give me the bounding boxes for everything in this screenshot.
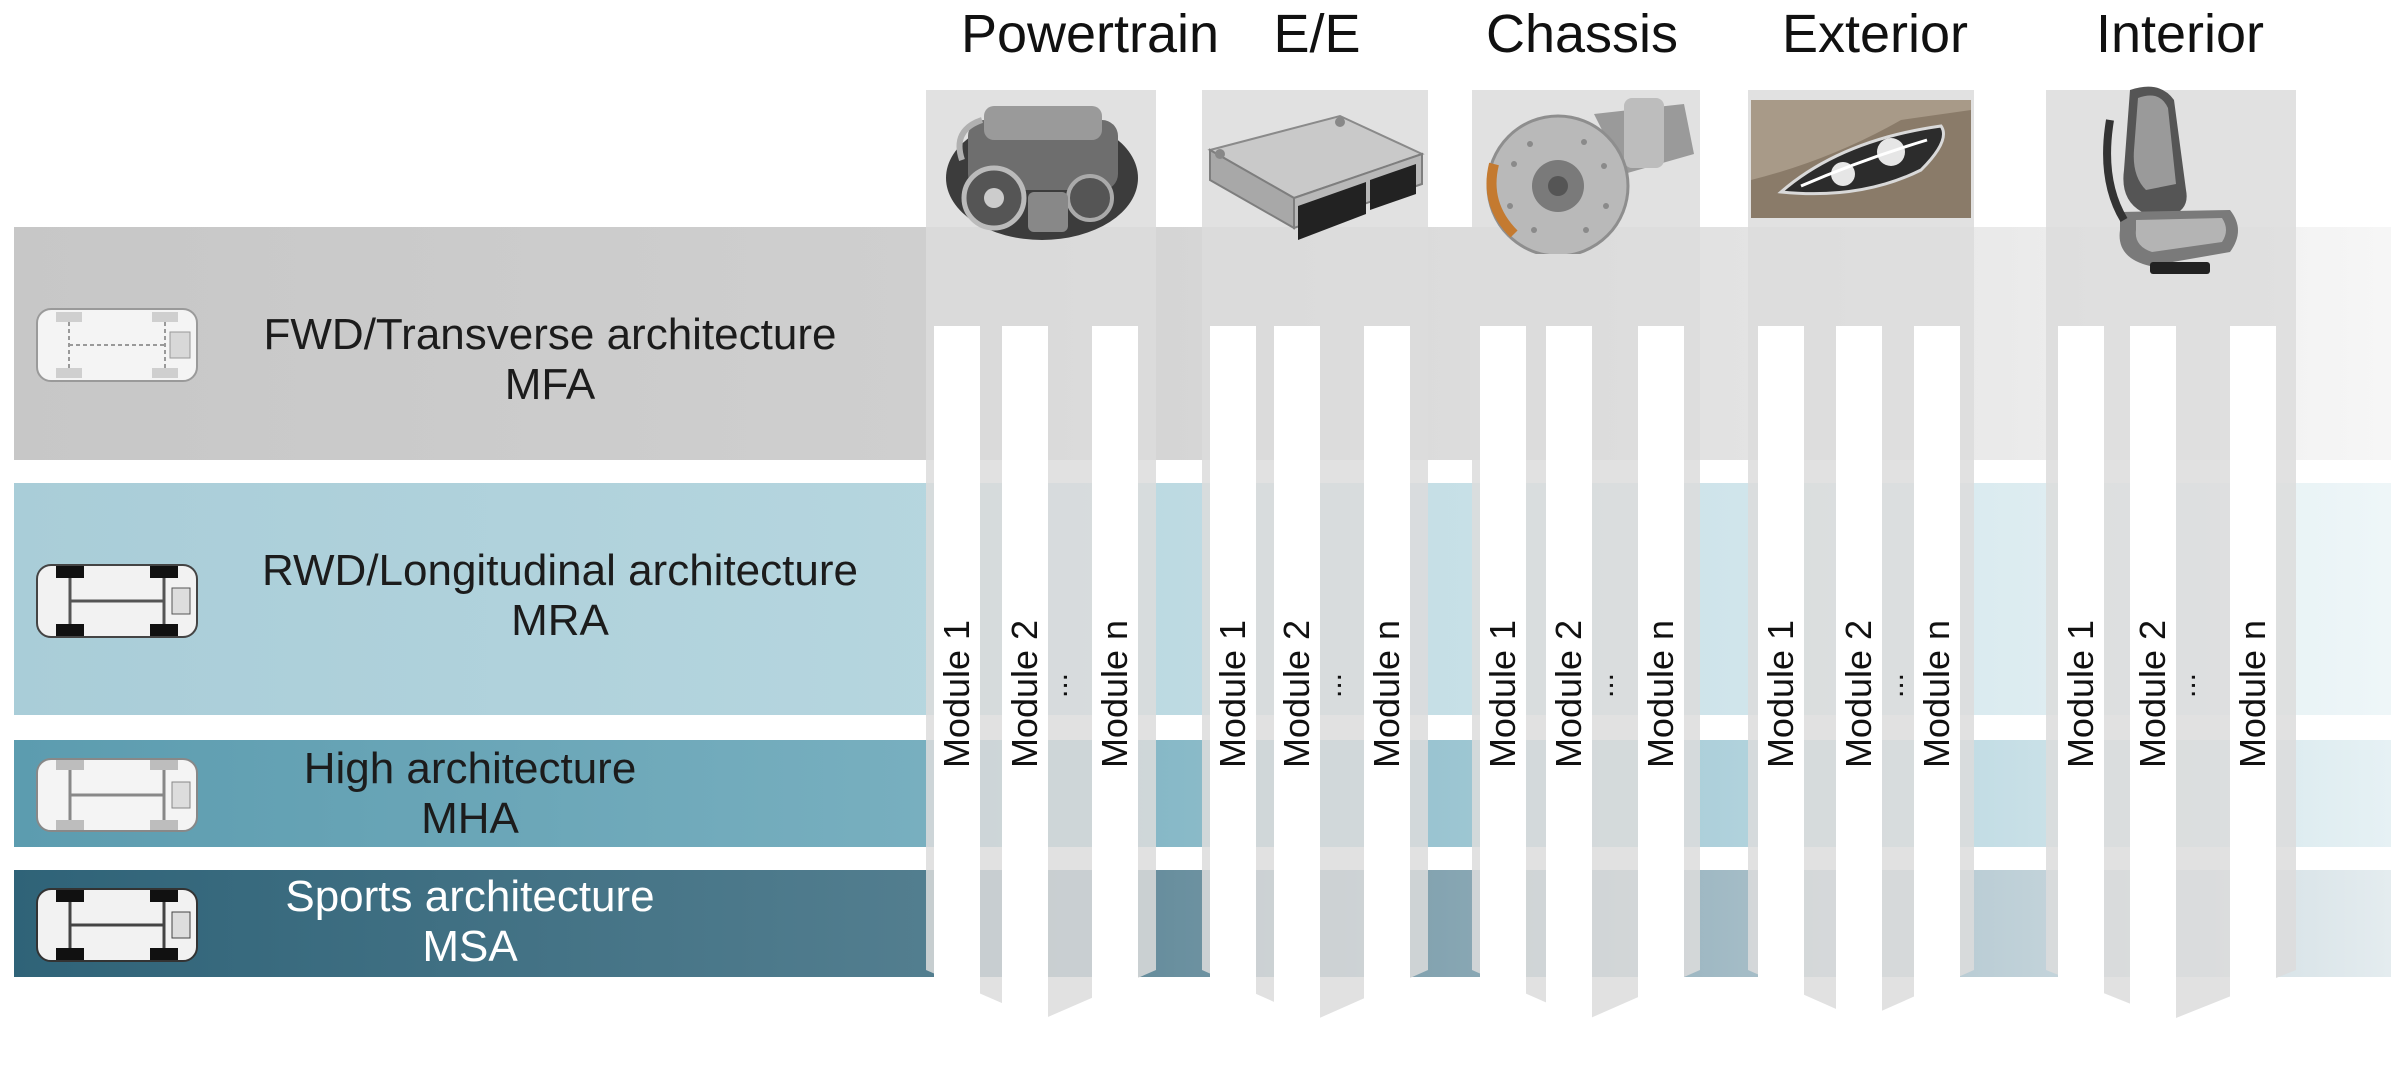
car-layout-mha-icon xyxy=(36,758,198,832)
module-strip-exterior-2: Module 2 xyxy=(1836,326,1882,1062)
ecu-icon xyxy=(1207,114,1425,240)
headlight-icon xyxy=(1751,100,1971,218)
column-chassis: Module 1 Module 2 ... Module n xyxy=(1472,90,1700,1062)
row-label-rwd-line2: MRA xyxy=(511,596,609,645)
module-strip-exterior-n: Module n xyxy=(1914,326,1960,1062)
column-title-interior: Interior xyxy=(2095,4,2265,64)
module-ellipsis: ... xyxy=(2169,672,2202,698)
row-label-fwd-line2: MFA xyxy=(504,360,596,409)
row-label-fwd-line1: FWD/Transverse architecture xyxy=(263,310,837,359)
module-strip-interior-2: Module 2 xyxy=(2130,326,2176,1062)
brake-disc-icon xyxy=(1486,98,1694,254)
row-label-mha-line1: High architecture xyxy=(303,744,637,793)
column-title-chassis: Chassis xyxy=(1485,4,1679,64)
module-strip-ee-1: Module 1 xyxy=(1210,326,1256,1062)
module-label: Module n xyxy=(1094,619,1135,769)
car-layout-rwd-icon xyxy=(36,564,198,638)
module-strip-exterior-1: Module 1 xyxy=(1758,326,1804,1062)
module-strip-powertrain-n: Module n xyxy=(1092,326,1138,1062)
module-label: Module n xyxy=(1366,619,1407,769)
module-strip-ee-n: Module n xyxy=(1364,326,1410,1062)
seat-icon xyxy=(2103,86,2238,274)
module-label: Module 1 xyxy=(936,619,977,769)
module-label: Module 2 xyxy=(1548,619,1589,769)
column-ee: Module 1 Module 2 ... Module n xyxy=(1202,90,1428,1062)
row-label-msa: Sports architecture MSA xyxy=(200,872,740,972)
row-label-fwd: FWD/Transverse architecture MFA xyxy=(210,310,890,410)
column-interior: Module 1 Module 2 ... Module n xyxy=(2046,86,2296,1062)
module-label: Module 2 xyxy=(1276,619,1317,769)
module-label: Module 2 xyxy=(1838,619,1879,769)
column-title-ee: E/E xyxy=(1273,4,1361,64)
module-label: Module 2 xyxy=(2132,619,2173,769)
module-ellipsis: ... xyxy=(1041,672,1074,698)
row-label-mha: High architecture MHA xyxy=(200,744,740,844)
module-strip-interior-1: Module 1 xyxy=(2058,326,2104,1062)
module-label: Module 1 xyxy=(1760,619,1801,769)
module-strip-chassis-n: Module n xyxy=(1638,326,1684,1062)
car-layout-msa-icon xyxy=(36,888,198,962)
module-strip-chassis-2: Module 2 xyxy=(1546,326,1592,1062)
module-ellipsis: ... xyxy=(1877,672,1910,698)
module-label: Module 1 xyxy=(1482,619,1523,769)
row-label-mha-line2: MHA xyxy=(421,794,519,843)
row-label-msa-line2: MSA xyxy=(422,922,518,971)
module-ellipsis: ... xyxy=(1315,672,1348,698)
row-label-rwd-line1: RWD/Longitudinal architecture xyxy=(262,546,858,595)
module-strip-powertrain-1: Module 1 xyxy=(934,326,980,1062)
column-exterior: Module 1 Module 2 ... Module n xyxy=(1748,90,1974,1062)
car-layout-fwd-icon xyxy=(36,308,198,382)
module-label: Module n xyxy=(2232,619,2273,769)
module-label: Module 1 xyxy=(1212,619,1253,769)
module-label: Module 1 xyxy=(2060,619,2101,769)
module-ellipsis: ... xyxy=(1587,672,1620,698)
module-strip-chassis-1: Module 1 xyxy=(1480,326,1526,1062)
engine-icon xyxy=(946,106,1138,240)
module-label: Module 2 xyxy=(1004,619,1045,769)
column-powertrain: Module 1 Module 2 ... Module n xyxy=(926,90,1156,1062)
module-strip-ee-2: Module 2 xyxy=(1274,326,1320,1062)
module-strip-powertrain-2: Module 2 xyxy=(1002,326,1048,1062)
column-title-powertrain: Powertrain xyxy=(960,4,1220,64)
row-label-rwd: RWD/Longitudinal architecture MRA xyxy=(210,546,910,646)
row-label-msa-line1: Sports architecture xyxy=(285,872,655,921)
module-strip-interior-n: Module n xyxy=(2230,326,2276,1062)
module-label: Module n xyxy=(1916,619,1957,769)
column-title-exterior: Exterior xyxy=(1781,4,1969,64)
module-label: Module n xyxy=(1640,619,1681,769)
